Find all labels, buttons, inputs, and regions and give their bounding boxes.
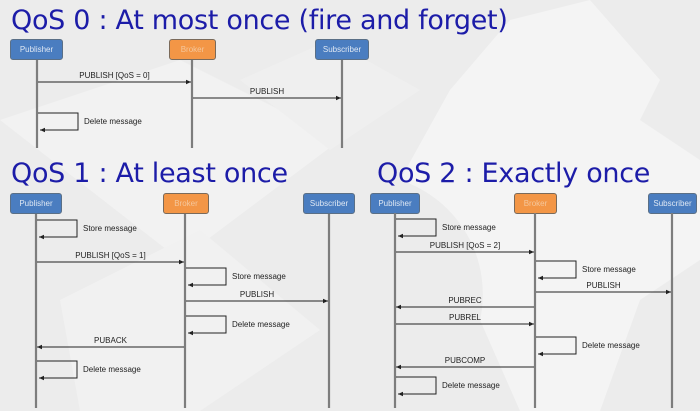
qos2-self-loop-label: Store message xyxy=(442,223,496,232)
qos2-message-label: PUBREC xyxy=(448,296,482,305)
qos0-broker-box: Broker xyxy=(169,39,216,60)
qos1-publisher-box: Publisher xyxy=(10,193,62,214)
qos1-self-loop-arrow xyxy=(186,315,227,336)
qos2-self-loop-arrow xyxy=(396,376,437,397)
qos1-message-label: PUBACK xyxy=(94,336,128,345)
qos2-message-label: PUBCOMP xyxy=(445,356,485,365)
qos2-self-loop-label: Delete message xyxy=(582,341,640,350)
qos1-self-loop-label: Store message xyxy=(83,224,137,233)
qos2-self-loop-arrow xyxy=(536,260,577,281)
qos0-self-loop-arrow xyxy=(38,112,79,133)
qos1-self-loop-arrow xyxy=(186,267,227,288)
qos0-publisher-box: Publisher xyxy=(10,39,63,60)
qos1-subscriber-box: Subscriber xyxy=(303,193,355,214)
qos2-self-loop-label: Store message xyxy=(582,265,636,274)
qos1-message-label: PUBLISH [QoS = 1] xyxy=(75,251,145,260)
qos0-message-label: PUBLISH xyxy=(250,87,284,96)
qos2-message-label: PUBREL xyxy=(449,313,482,322)
qos2-message-label: PUBLISH xyxy=(586,281,620,290)
qos1-self-loop-arrow xyxy=(37,219,78,240)
qos0-title: QoS 0 : At most once (fire and forget) xyxy=(11,5,508,36)
qos2-broker-box: Broker xyxy=(514,193,557,214)
qos0-subscriber-box: Subscriber xyxy=(315,39,369,60)
qos1-self-loop-label: Delete message xyxy=(83,365,141,374)
qos2-self-loop-label: Delete message xyxy=(442,381,500,390)
qos1-self-loop-arrow xyxy=(37,360,78,381)
qos2-message-label: PUBLISH [QoS = 2] xyxy=(430,241,500,250)
qos2-title: QoS 2 : Exactly once xyxy=(377,158,651,189)
qos2-self-loop-arrow xyxy=(396,218,437,239)
qos1-self-loop-label: Store message xyxy=(232,272,286,281)
qos0-message-label: PUBLISH [QoS = 0] xyxy=(79,71,149,80)
qos1-title: QoS 1 : At least once xyxy=(11,158,288,189)
qos2-self-loop-arrow xyxy=(536,336,577,357)
qos0-self-loop-label: Delete message xyxy=(84,117,142,126)
qos1-self-loop-label: Delete message xyxy=(232,320,290,329)
qos1-message-label: PUBLISH xyxy=(240,290,274,299)
qos1-broker-box: Broker xyxy=(163,193,209,214)
